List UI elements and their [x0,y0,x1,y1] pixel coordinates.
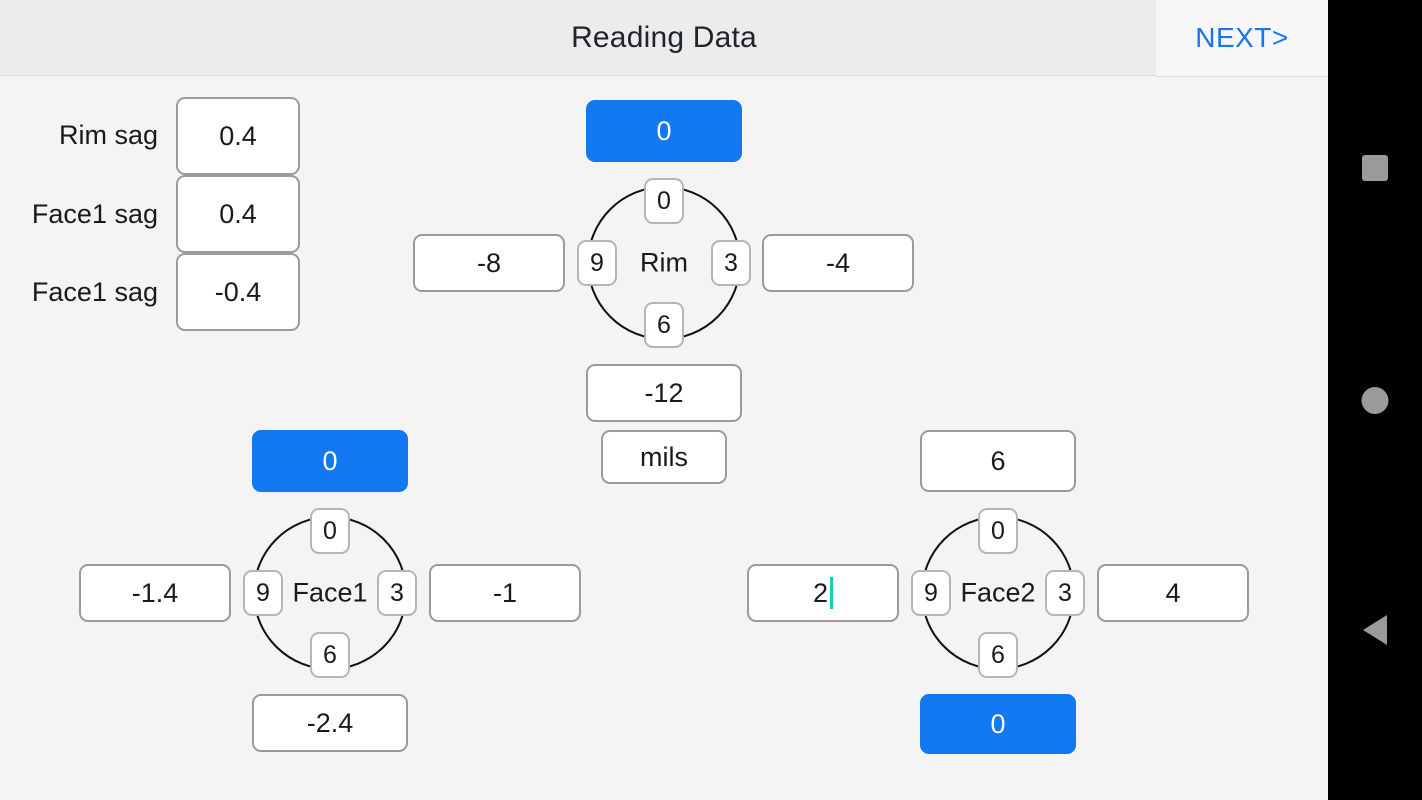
face2-left-reading-value: 2 [812,577,829,608]
rim-sag-label: Rim sag [58,120,158,150]
face2-dial: Face2 0 3 6 9 [911,508,1085,678]
square-recents-icon[interactable] [1362,155,1388,181]
face2-right-reading-input[interactable]: 4 [1097,564,1249,622]
face2-clock-3-box[interactable]: 3 [1045,570,1085,616]
triangle-back-icon[interactable] [1363,615,1387,645]
rim-dial: Rim 0 3 6 9 [577,178,751,348]
text-caret [830,577,834,609]
face2-clock-9-box[interactable]: 9 [911,570,951,616]
face1-left-reading-input[interactable]: -1.4 [79,564,231,622]
face2-bottom-reading-input[interactable]: 0 [920,694,1076,754]
circle-home-icon[interactable] [1361,387,1389,414]
rim-left-reading-input[interactable]: -8 [413,234,565,292]
rim-clock-0-box[interactable]: 0 [644,178,684,224]
face1-top-reading-input[interactable]: 0 [252,430,408,492]
android-navigation-bar [1328,0,1422,800]
rim-top-reading-input[interactable]: 0 [586,100,742,162]
face1-right-reading-input[interactable]: -1 [429,564,581,622]
app-content-area: Reading Data NEXT> Rim sag 0.4 Face1 sag… [0,0,1328,754]
face1-dial: Face1 0 3 6 9 [243,508,417,678]
face1-bottom-reading-input[interactable]: -2.4 [252,694,408,752]
face1-clock-6-box[interactable]: 6 [310,632,350,678]
rim-clock-3-box[interactable]: 3 [711,240,751,286]
face1-sag-label-2: Face1 sag [31,277,158,307]
face1-clock-9-box[interactable]: 9 [243,570,283,616]
rim-dial-label: Rim [640,247,688,278]
rim-right-reading-input[interactable]: -4 [762,234,914,292]
face2-dial-label: Face2 [960,577,1036,608]
rim-bottom-reading-input[interactable]: -12 [586,364,742,422]
face2-left-reading-input[interactable]: 2 [747,564,899,622]
page-title: Reading Data [571,21,757,54]
face1-sag-label-1: Face1 sag [31,199,158,229]
unit-field[interactable]: mils [601,430,727,484]
app-header: Reading Data NEXT> [0,0,1328,76]
face2-clock-6-box[interactable]: 6 [978,632,1018,678]
next-button[interactable]: NEXT> [1156,0,1328,76]
face1-sag-input-1[interactable]: 0.4 [176,175,300,253]
face1-sag-input-2[interactable]: -0.4 [176,253,300,331]
face1-dial-label: Face1 [292,577,368,608]
rim-clock-6-box[interactable]: 6 [644,302,684,348]
rim-clock-9-box[interactable]: 9 [577,240,617,286]
face1-clock-0-box[interactable]: 0 [310,508,350,554]
face2-clock-0-box[interactable]: 0 [978,508,1018,554]
rim-sag-input[interactable]: 0.4 [176,97,300,175]
face1-clock-3-box[interactable]: 3 [377,570,417,616]
next-button-label: NEXT> [1195,22,1289,53]
face2-top-reading-input[interactable]: 6 [920,430,1076,492]
